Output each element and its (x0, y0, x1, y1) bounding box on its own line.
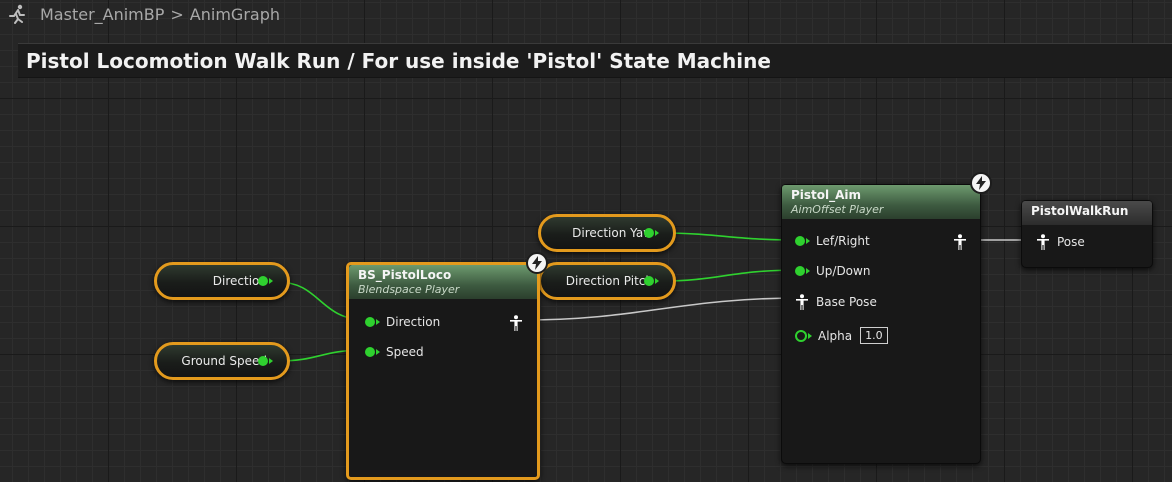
ground-speed-output-pin[interactable] (258, 356, 273, 366)
direction-yaw-output-pin[interactable] (644, 228, 659, 238)
lightning-bolt-icon (970, 172, 992, 194)
direction-output-pin[interactable] (258, 276, 273, 286)
direction-pitch-variable-node[interactable]: Direction Pitch (538, 262, 676, 300)
aimoffset-node-title: Pistol_Aim (791, 188, 862, 202)
wire-pose-to-base[interactable] (523, 297, 801, 321)
running-man-icon (9, 4, 25, 24)
direction-yaw-variable-node[interactable]: Direction Yaw (538, 214, 676, 252)
aimoffset-node-header: Pistol_Aim AimOffset Player (782, 185, 980, 219)
blendspace-speed-pin[interactable]: Speed (365, 345, 424, 359)
output-node-header: PistolWalkRun (1022, 201, 1152, 225)
output-node-title: PistolWalkRun (1031, 204, 1129, 218)
comment-box-title[interactable]: Pistol Locomotion Walk Run / For use ins… (18, 43, 1172, 78)
pose-input-icon (796, 294, 808, 310)
output-pose-label: Pose (1057, 235, 1085, 249)
blendspace-node-title: BS_PistolLoco (358, 268, 452, 282)
direction-pitch-output-pin[interactable] (644, 276, 659, 286)
output-pose-node[interactable]: PistolWalkRun Pose (1021, 200, 1153, 268)
wire-direction-yaw[interactable] (659, 232, 801, 241)
direction-variable-node[interactable]: Direction (154, 262, 290, 300)
blendspace-node-header: BS_PistolLoco Blendspace Player (349, 265, 537, 299)
chevron-right-icon: > (170, 4, 184, 24)
aimoffset-alpha-label: Alpha (818, 328, 853, 343)
pose-input-icon (1037, 234, 1049, 250)
pose-output-icon[interactable] (510, 315, 522, 331)
aimoffset-node-subtitle: AimOffset Player (791, 203, 884, 216)
blendspace-node-subtitle: Blendspace Player (358, 283, 460, 296)
blendspace-direction-pin[interactable]: Direction (365, 315, 440, 329)
breadcrumb-asset[interactable]: Master_AnimBP (40, 4, 165, 24)
ground-speed-variable-label: Ground Speed (181, 354, 267, 368)
aimoffset-up-down-label: Up/Down (816, 264, 871, 278)
aimoffset-alpha-pin[interactable]: Alpha 1.0 (795, 327, 888, 344)
blendspace-speed-pin-label: Speed (386, 345, 424, 359)
direction-yaw-variable-label: Direction Yaw (572, 226, 653, 240)
aimoffset-up-down-pin[interactable]: Up/Down (795, 264, 870, 278)
wire-direction-pitch[interactable] (659, 269, 801, 282)
direction-variable-label: Direction (212, 274, 267, 288)
blendspace-direction-pin-label: Direction (386, 315, 441, 329)
output-pose-pin[interactable]: Pose (1037, 234, 1085, 250)
aimoffset-base-pose-label: Base Pose (816, 295, 877, 309)
aimoffset-left-right-label: Lef/Right (816, 234, 870, 248)
ground-speed-variable-node[interactable]: Ground Speed (154, 342, 290, 380)
alpha-value-field[interactable]: 1.0 (860, 327, 888, 344)
aimoffset-base-pose-pin[interactable]: Base Pose (796, 294, 877, 310)
pose-output-icon[interactable] (954, 234, 966, 250)
aimoffset-player-node[interactable]: Pistol_Aim AimOffset Player Lef/Right Up… (781, 184, 981, 464)
lightning-bolt-icon (526, 252, 548, 274)
blendspace-player-node[interactable]: BS_PistolLoco Blendspace Player Directio… (346, 262, 540, 480)
direction-pitch-variable-label: Direction Pitch (565, 274, 653, 288)
breadcrumb-graph[interactable]: AnimGraph (189, 4, 280, 24)
aimoffset-left-right-pin[interactable]: Lef/Right (795, 234, 870, 248)
breadcrumb: Master_AnimBP > AnimGraph (6, 2, 280, 26)
